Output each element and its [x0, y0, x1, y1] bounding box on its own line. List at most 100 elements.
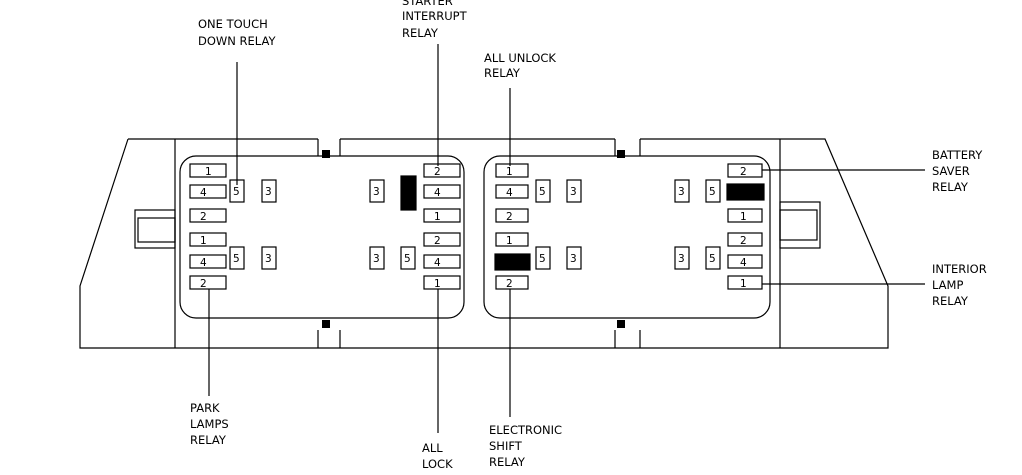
svg-text:RELAY: RELAY: [402, 26, 439, 40]
pin: [705, 246, 721, 270]
pin-label: 4: [200, 187, 207, 199]
pin: [495, 184, 529, 199]
pin: [535, 179, 551, 203]
pin: [261, 246, 277, 270]
pin: [566, 179, 582, 203]
pin-label: 1: [740, 278, 747, 290]
pin-label: 2: [506, 211, 513, 223]
pin-label: 2: [200, 278, 207, 290]
pin-label: 2: [506, 278, 513, 290]
svg-text:ONE TOUCH: ONE TOUCH: [198, 17, 268, 31]
pin: [674, 179, 690, 203]
pin: [369, 179, 385, 203]
callout-interior-lamp-relay: INTERIOR LAMP RELAY: [932, 262, 987, 308]
pin-label: 1: [506, 166, 513, 178]
svg-text:SHIFT: SHIFT: [489, 439, 523, 453]
callout-all-lock-relay: ALL LOCK: [422, 441, 453, 471]
pin-label: 4: [506, 187, 513, 199]
svg-text:RELAY: RELAY: [489, 455, 526, 469]
svg-text:RELAY: RELAY: [932, 294, 969, 308]
pin: [423, 184, 461, 199]
pin-label: 3: [570, 253, 577, 265]
pin: [495, 163, 529, 178]
pin-label: 2: [740, 235, 747, 247]
pin: [727, 275, 763, 290]
pin-label: 4: [740, 257, 747, 269]
callout-battery-saver-relay: BATTERY SAVER RELAY: [932, 148, 983, 194]
svg-text:RELAY: RELAY: [190, 433, 227, 447]
pin: [674, 246, 690, 270]
pin: [423, 232, 461, 247]
pin: [189, 184, 227, 199]
pin-label: 3: [373, 186, 380, 198]
svg-text:PARK: PARK: [190, 401, 220, 415]
pin-label: 3: [570, 186, 577, 198]
svg-text:ALL: ALL: [422, 441, 443, 455]
pin-label: 4: [200, 257, 207, 269]
svg-text:BATTERY: BATTERY: [932, 148, 983, 162]
pin-label: 5: [233, 253, 240, 265]
pin-label: 1: [200, 235, 207, 247]
pin: [566, 246, 582, 270]
svg-text:SAVER: SAVER: [932, 164, 970, 178]
svg-text:DOWN RELAY: DOWN RELAY: [198, 34, 276, 48]
callout-electronic-shift-relay: ELECTRONIC SHIFT RELAY: [489, 423, 562, 469]
pin-label: 5: [404, 253, 411, 265]
pin-filled: [494, 253, 531, 271]
pin: [189, 163, 227, 178]
pin: [727, 254, 763, 269]
pin-label: 1: [434, 211, 441, 223]
pin: [189, 275, 227, 290]
pin: [423, 254, 461, 269]
pin-label: 5: [233, 186, 240, 198]
pin-label: 5: [539, 186, 546, 198]
pin-label: 3: [265, 253, 272, 265]
relay-socket-right: 1 4 2 1 2 5 3 5 3 3 5 3 5 2: [483, 155, 771, 319]
pin-filled: [726, 183, 765, 201]
pin: [423, 208, 461, 223]
pin: [423, 163, 461, 178]
pin: [369, 246, 385, 270]
leader-lines: [208, 44, 925, 433]
svg-text:INTERRUPT: INTERRUPT: [402, 9, 468, 23]
svg-text:ELECTRONIC: ELECTRONIC: [489, 423, 562, 437]
pin-label: 1: [434, 278, 441, 290]
pin-label: 2: [434, 235, 441, 247]
pin: [495, 275, 529, 290]
pin: [261, 179, 277, 203]
pin: [727, 232, 763, 247]
svg-text:LOCK: LOCK: [422, 457, 453, 471]
pin: [189, 232, 227, 247]
pin: [423, 275, 461, 290]
pin: [705, 179, 721, 203]
pin: [189, 208, 227, 223]
pin-label: 4: [434, 187, 441, 199]
callout-all-unlock-relay: ALL UNLOCK RELAY: [484, 51, 556, 80]
svg-text:LAMPS: LAMPS: [190, 417, 229, 431]
pin-label: 1: [506, 235, 513, 247]
pin-label: 2: [434, 166, 441, 178]
svg-text:STARTER: STARTER: [402, 0, 453, 8]
pin-label: 5: [539, 253, 546, 265]
pin-label: 3: [265, 186, 272, 198]
relay-socket-left: 1 4 2 1 4 2 5 3 5 3 3 3 5: [179, 155, 465, 319]
relay-housing: [79, 138, 889, 349]
pin-label: 1: [205, 166, 212, 178]
callout-one-touch-down-relay: ONE TOUCH DOWN RELAY: [198, 17, 276, 48]
pin-label: 2: [200, 211, 207, 223]
pin-label: 3: [678, 186, 685, 198]
pin-label: 2: [740, 166, 747, 178]
svg-text:RELAY: RELAY: [484, 66, 521, 80]
pin: [400, 246, 416, 270]
svg-text:INTERIOR: INTERIOR: [932, 262, 987, 276]
svg-text:RELAY: RELAY: [932, 180, 969, 194]
pin: [495, 208, 529, 223]
pin: [535, 246, 551, 270]
callout-park-lamps-relay: PARK LAMPS RELAY: [190, 401, 229, 447]
pin-label: 1: [740, 211, 747, 223]
pin-label: 5: [709, 253, 716, 265]
pin-label: 3: [373, 253, 380, 265]
pin: [727, 208, 763, 223]
pin: [189, 254, 227, 269]
